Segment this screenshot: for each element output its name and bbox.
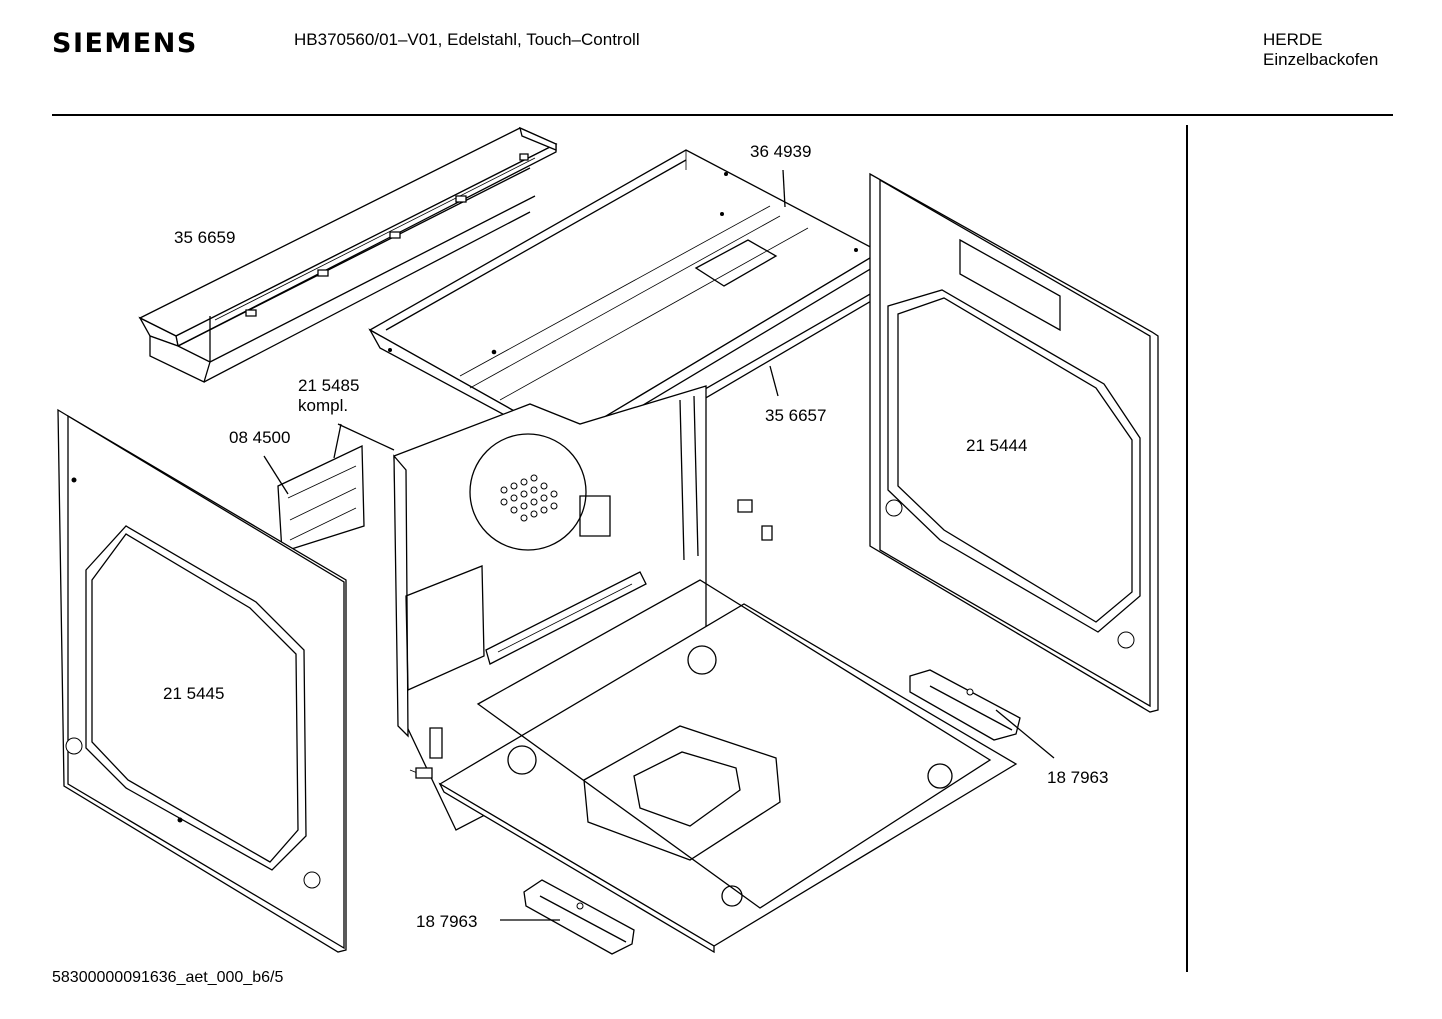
hinge-bottom-part bbox=[524, 880, 634, 954]
fan-vent-holes bbox=[501, 475, 557, 521]
label-hinge-bottom: 18 7963 bbox=[416, 912, 478, 931]
page-number: 6/5 bbox=[261, 969, 284, 986]
label-left-side: 21 5445 bbox=[163, 684, 225, 703]
label-hinge-right: 18 7963 bbox=[1047, 768, 1109, 787]
label-right-side: 21 5444 bbox=[966, 436, 1028, 455]
side-divider bbox=[1186, 125, 1188, 972]
model-title: HB370560/01–V01, Edelstahl, Touch–Contro… bbox=[294, 30, 640, 49]
clip-part bbox=[738, 500, 752, 512]
subcategory-label: Einzelbackofen bbox=[1263, 50, 1379, 69]
doc-id: 58300000091636_aet_000_b bbox=[52, 969, 262, 986]
label-top-panel: 36 4939 bbox=[750, 142, 812, 161]
label-front-strip: 35 6657 bbox=[765, 406, 827, 425]
category-block: HERDE Einzelbackofen bbox=[1263, 30, 1378, 70]
oven-floor-part bbox=[410, 580, 1016, 952]
header-divider bbox=[52, 114, 1393, 116]
brand-logo: SIEMENS bbox=[52, 28, 198, 59]
label-back-panel: 21 5485 kompl. bbox=[298, 376, 359, 416]
footer-doc-id: 58300000091636_aet_000_b6/5 bbox=[52, 969, 283, 987]
right-side-panel-part bbox=[870, 174, 1158, 712]
left-side-panel-part bbox=[58, 410, 346, 952]
clip-part bbox=[762, 526, 772, 540]
label-grille: 08 4500 bbox=[229, 428, 291, 447]
label-cover-rail: 35 6659 bbox=[174, 228, 236, 247]
label-back-panel-note: kompl. bbox=[298, 396, 349, 415]
cover-rail-part bbox=[140, 128, 556, 382]
hinge-right-part bbox=[910, 670, 1020, 740]
grille-part bbox=[278, 446, 364, 552]
leader-lines bbox=[264, 170, 1054, 920]
category-label: HERDE bbox=[1263, 30, 1323, 49]
label-back-panel-number: 21 5485 bbox=[298, 376, 360, 395]
